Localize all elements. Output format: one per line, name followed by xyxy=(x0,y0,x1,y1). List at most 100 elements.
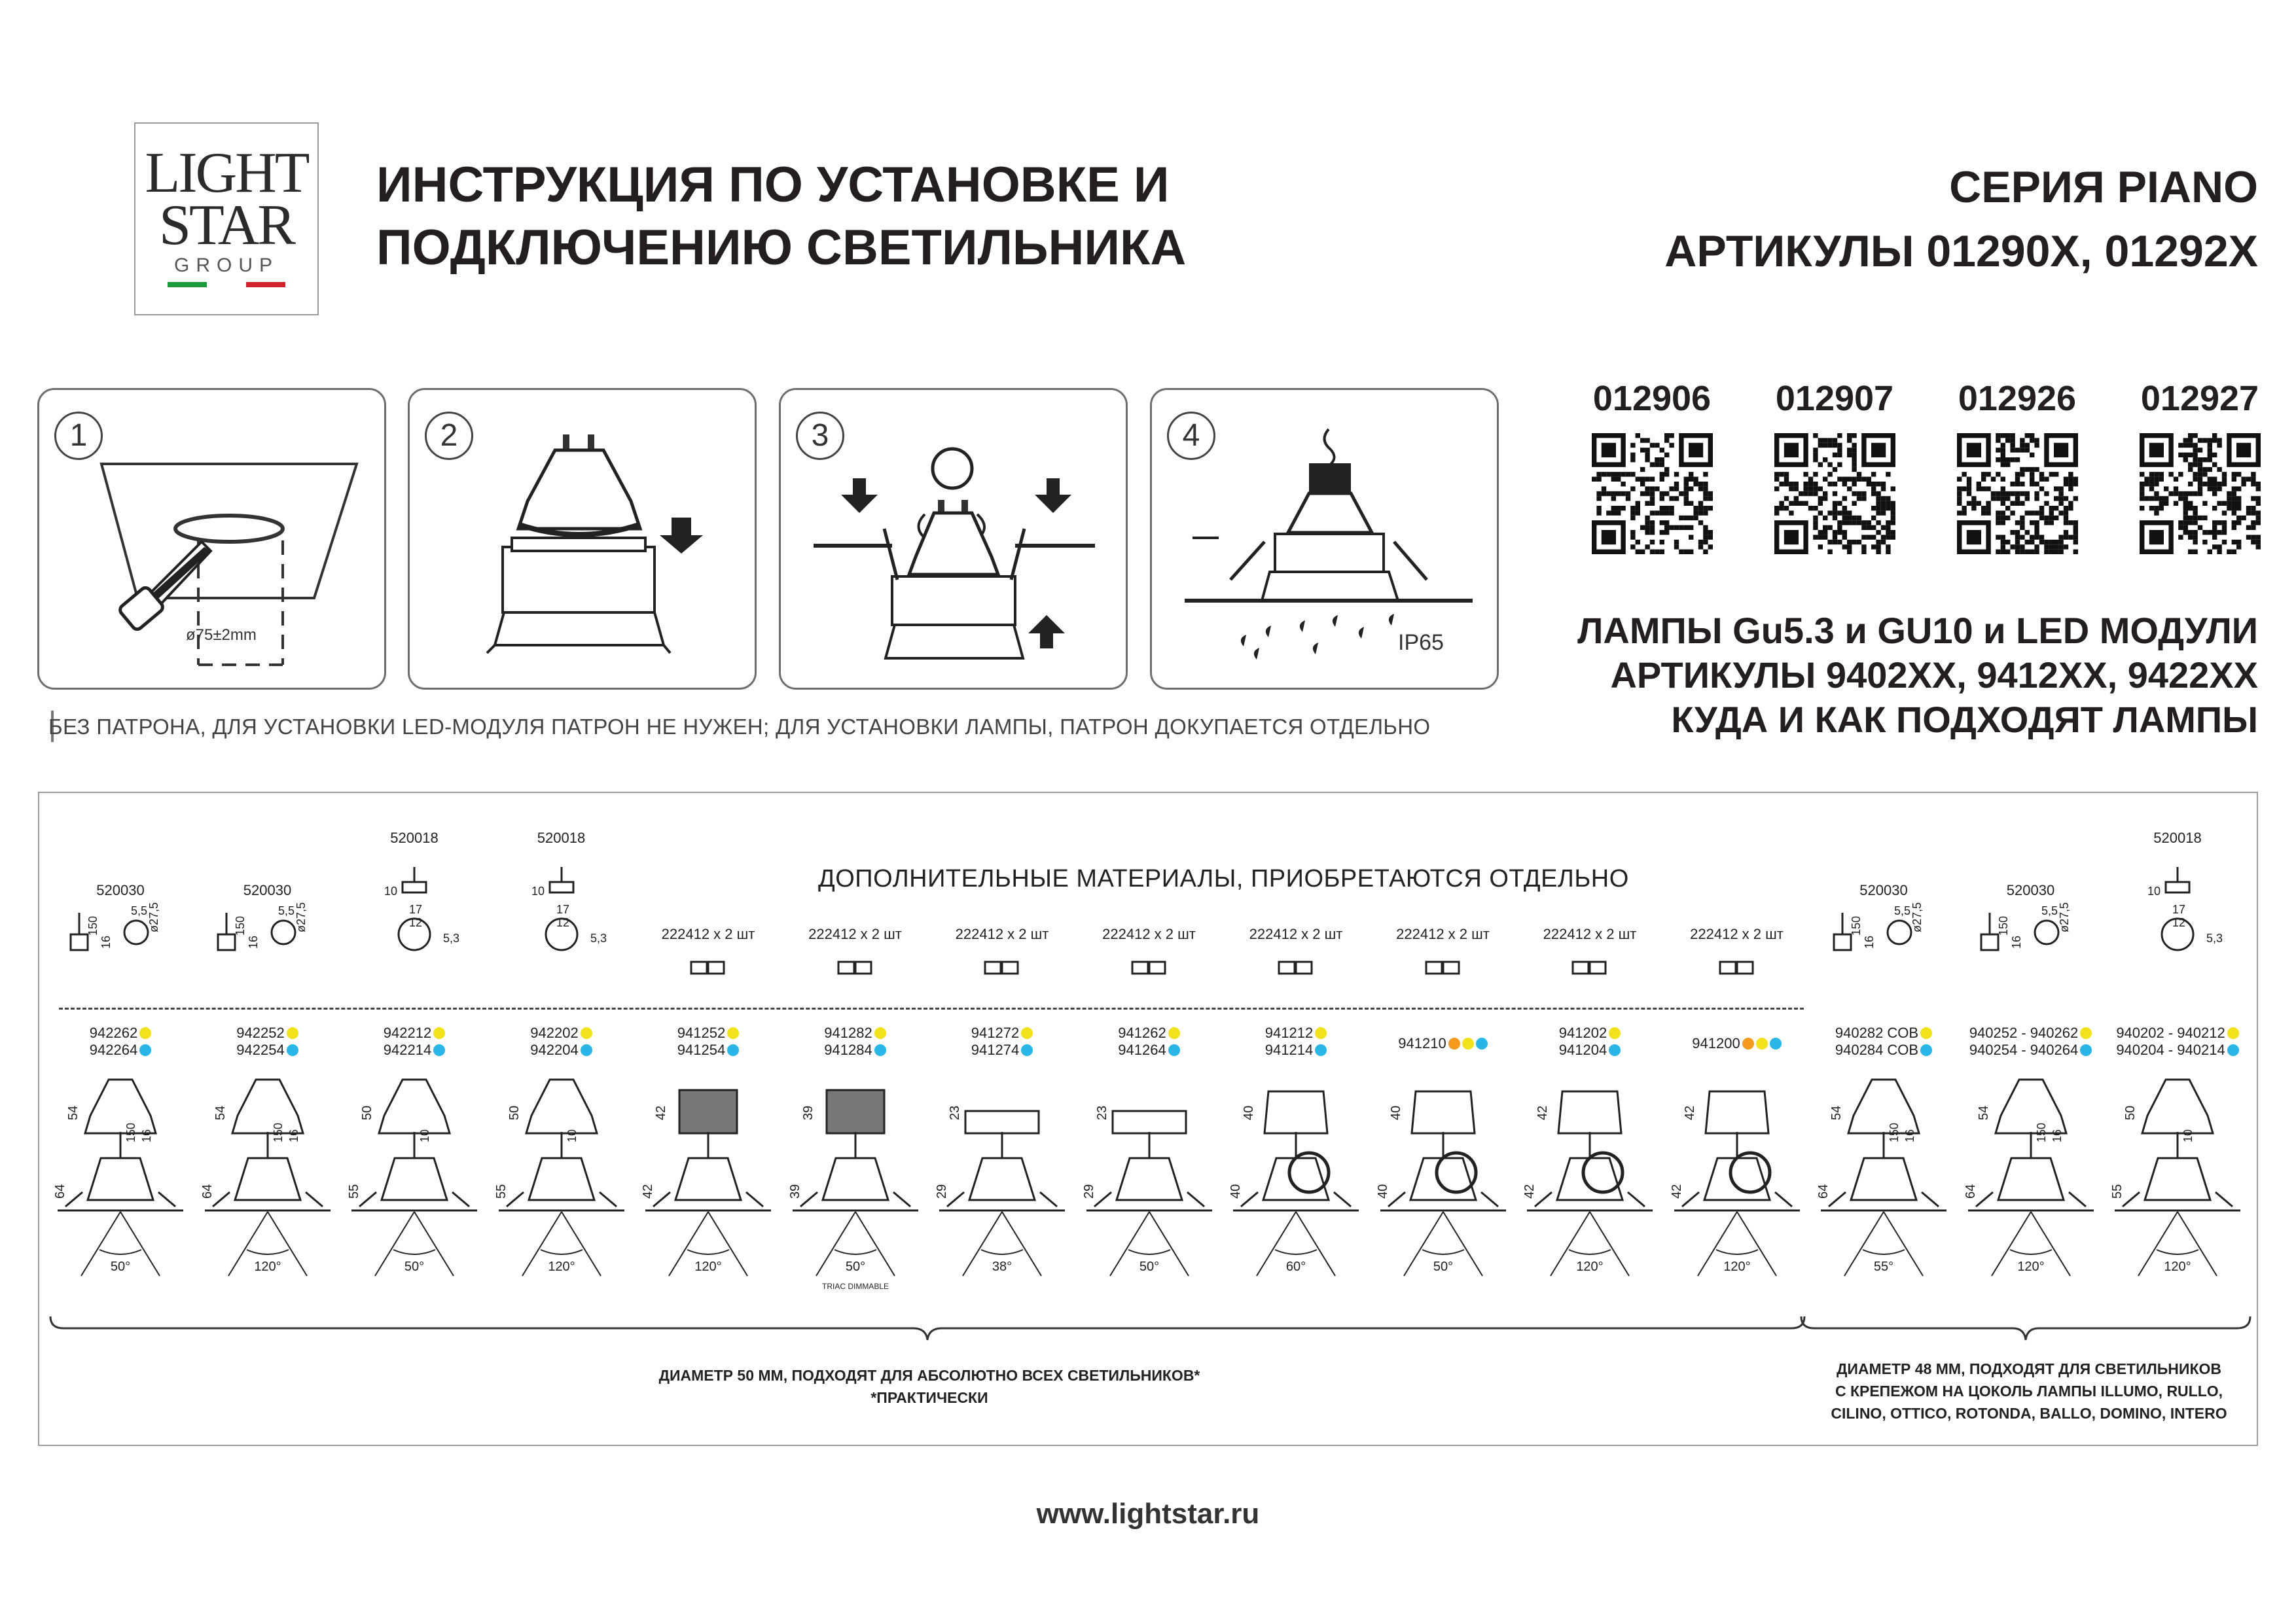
lamp-code-text: 942204 xyxy=(530,1042,579,1058)
lamp-code: 942204 xyxy=(492,1042,631,1059)
series-header: СЕРИЯ PIANO АРТИКУЛЫ 01290X, 01292X xyxy=(1664,155,2258,283)
lamp-code-text: 941264 xyxy=(1118,1042,1166,1058)
socket-dim: 150 xyxy=(1888,1123,1901,1142)
accessory-dim: 10 xyxy=(384,885,397,898)
lamp-height: 42 xyxy=(654,1106,668,1120)
beam-angle: 50° xyxy=(404,1260,424,1274)
beam-angle: 55° xyxy=(1874,1260,1893,1274)
accessory-dim: 12 xyxy=(2172,916,2185,929)
lamp-code: 941212 xyxy=(1227,1025,1365,1042)
article-code: 012927 xyxy=(2140,379,2259,418)
accessory-code: 520030 xyxy=(2006,882,2055,898)
qr-code[interactable] xyxy=(2140,433,2261,554)
install-height: 64 xyxy=(1816,1184,1831,1199)
beam-angle: 120° xyxy=(1576,1260,1603,1274)
article-code: 012906 xyxy=(1592,379,1712,418)
accessory-dim: ø27,5 xyxy=(295,902,308,932)
color-temp-dot xyxy=(433,1044,446,1056)
lamp-height: 54 xyxy=(66,1106,81,1120)
accessory-dim: 17 xyxy=(556,903,569,916)
step-panel-1: ø75±2mm 1 xyxy=(37,388,386,690)
cutout-diameter-label: ø75±2mm xyxy=(186,626,257,644)
lamp-code: 941204 xyxy=(1520,1042,1659,1059)
color-temp-dot xyxy=(2227,1044,2239,1056)
accessory-dim: 12 xyxy=(556,916,569,929)
lamp-height: 42 xyxy=(1683,1106,1697,1120)
install-height: 64 xyxy=(1964,1184,1978,1199)
color-temp-dot xyxy=(1609,1044,1621,1056)
accessory-code: 520030 xyxy=(243,882,292,898)
lamp-code: 940282 COB xyxy=(1814,1025,1953,1042)
lamp-code-text: 941252 xyxy=(677,1025,726,1041)
color-temp-dot xyxy=(1742,1038,1754,1050)
step-number: 2 xyxy=(425,412,473,460)
footer-left-line-1: ДИАМЕТР 50 ММ, ПОДХОДЯТ ДЛЯ АБСОЛЮТНО ВС… xyxy=(658,1367,1200,1384)
lamp-height: 50 xyxy=(507,1106,522,1120)
lamp-code: 941252 xyxy=(639,1025,778,1042)
footer-right-line-1: ДИАМЕТР 48 ММ, ПОДХОДЯТ ДЛЯ СВЕТИЛЬНИКОВ xyxy=(1836,1360,2221,1377)
color-temp-dot xyxy=(1315,1044,1327,1056)
step-number: 1 xyxy=(54,412,103,460)
accessory-dim: 5,3 xyxy=(590,932,607,945)
step-1-cutout-illustration: ø75±2mm xyxy=(99,463,359,666)
beam-angle: 50° xyxy=(845,1260,865,1274)
connector-label: 222412 x 2 шт xyxy=(808,926,902,942)
accessory-dim: 16 xyxy=(99,936,113,949)
lamp-code-text: 942202 xyxy=(530,1025,579,1041)
install-height: 39 xyxy=(788,1184,802,1199)
accessory-dim: 16 xyxy=(1863,936,1876,949)
lamps-heading: ЛАМПЫ Gu5.3 и GU10 и LED МОДУЛИ АРТИКУЛЫ… xyxy=(1577,609,2258,742)
lamp-code: 942212 xyxy=(345,1025,484,1042)
color-temp-dot xyxy=(286,1044,298,1056)
color-temp-dot xyxy=(1021,1027,1033,1039)
accessory-dim: 17 xyxy=(409,903,422,916)
connector-label: 222412 x 2 шт xyxy=(1543,926,1637,942)
dimmable-note: TRIAC DIMMABLE xyxy=(821,1282,888,1291)
accessory-code: 520018 xyxy=(390,830,439,846)
lamp-height: 40 xyxy=(1389,1106,1403,1120)
lamp-code-text: 941262 xyxy=(1118,1025,1166,1041)
color-temp-dot xyxy=(1609,1027,1621,1039)
lamp-code: 941254 xyxy=(639,1042,778,1059)
accessory-dim: 5,5 xyxy=(278,904,295,917)
color-temp-dot xyxy=(139,1027,152,1039)
socket-dim: 16 xyxy=(140,1129,153,1142)
step-number: 3 xyxy=(796,412,844,460)
lamp-code: 940252 - 940262 xyxy=(1962,1025,2100,1042)
socket-dim: 150 xyxy=(272,1123,285,1142)
install-height: 42 xyxy=(641,1184,655,1199)
qr-code[interactable] xyxy=(1774,433,1895,554)
color-temp-dot xyxy=(1448,1038,1460,1050)
beam-angle: 60° xyxy=(1286,1260,1306,1274)
lamp-codes: 941200 xyxy=(1668,1035,1806,1052)
color-temp-dot xyxy=(1462,1038,1474,1050)
qr-code[interactable] xyxy=(1957,433,2078,554)
lamp-code-text: 941202 xyxy=(1558,1025,1607,1041)
website-link[interactable]: www.lightstar.ru xyxy=(1036,1498,1260,1530)
color-temp-dot xyxy=(1755,1038,1768,1050)
install-height: 55 xyxy=(494,1184,509,1199)
left-group-brace xyxy=(49,1316,1806,1341)
lamp-code-text: 942212 xyxy=(383,1025,432,1041)
color-temp-dot xyxy=(1920,1044,1933,1056)
accessory-dim: 10 xyxy=(531,885,545,898)
qr-code[interactable] xyxy=(1592,433,1713,554)
lamps-heading-line-1: ЛАМПЫ Gu5.3 и GU10 и LED МОДУЛИ xyxy=(1577,610,2258,651)
step-3-fixture-mounting-illustration xyxy=(814,447,1095,660)
beam-angle: 120° xyxy=(548,1260,575,1274)
